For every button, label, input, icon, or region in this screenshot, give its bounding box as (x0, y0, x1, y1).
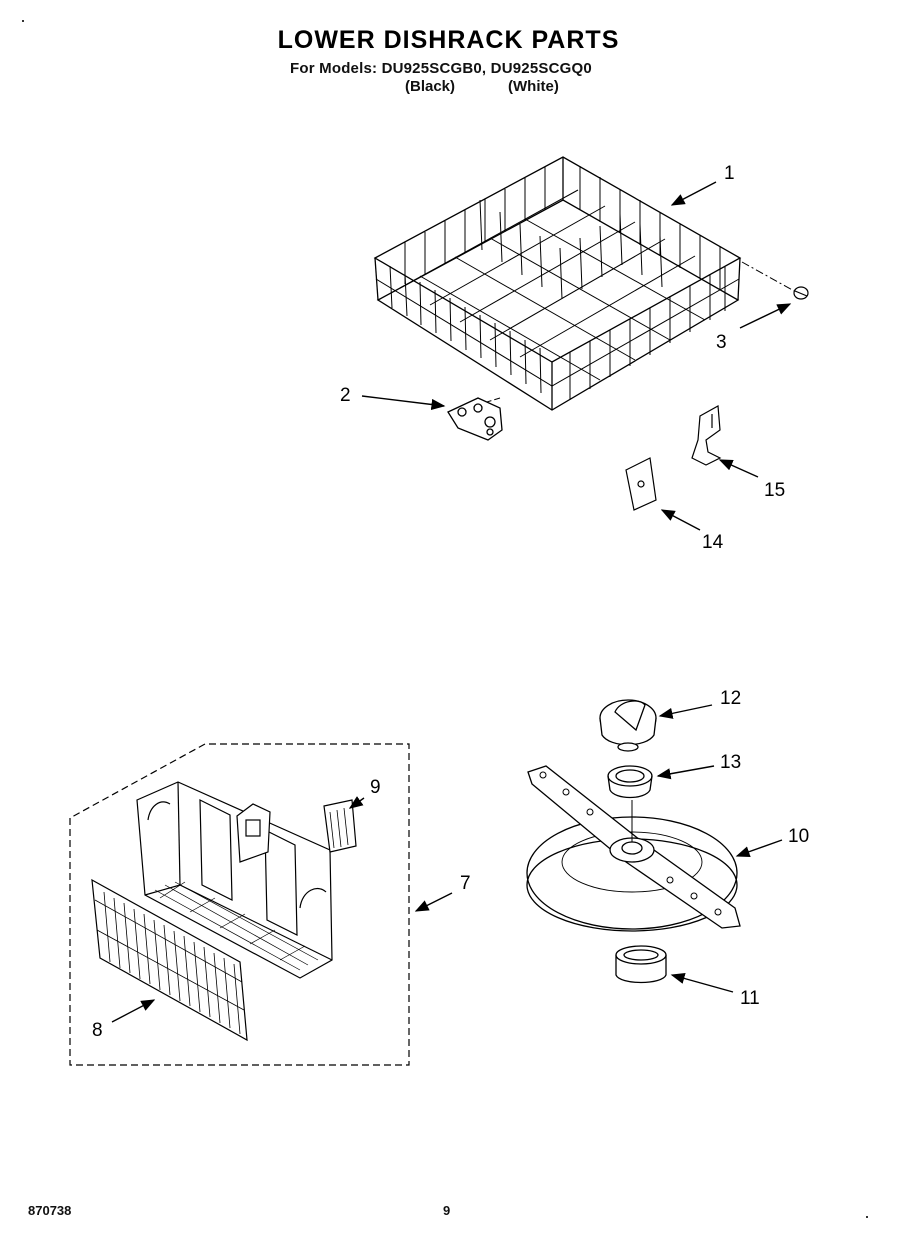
callout-1: 1 (724, 163, 735, 184)
variant-black: (Black) (405, 78, 456, 95)
cap-part-12 (599, 699, 657, 752)
callout-8: 8 (92, 1020, 103, 1041)
callout-11: 11 (740, 988, 760, 1009)
leader-arrows-bottom-right (656, 704, 783, 993)
silverware-basket-assembly (69, 743, 410, 1066)
callout-3: 3 (716, 332, 727, 353)
corner-mark (22, 20, 24, 22)
bearing-part-11 (615, 945, 667, 984)
small-cover-part-9 (323, 799, 357, 853)
leader-arrows-top (361, 181, 792, 531)
callout-9: 9 (370, 777, 381, 798)
callout-12: 12 (720, 688, 742, 709)
basket-lid-part-8 (91, 878, 248, 1042)
callout-7: 7 (460, 873, 471, 894)
roller-clip-part-2 (447, 397, 503, 441)
callout-15: 15 (764, 480, 786, 501)
bracket-part-15 (691, 405, 722, 466)
clip-part-14 (625, 457, 657, 511)
callout-13: 13 (720, 752, 742, 773)
page-number: 9 (443, 1203, 451, 1218)
dishrack-illustration (373, 156, 797, 411)
variant-white: (White) (508, 78, 559, 95)
callout-10: 10 (788, 826, 810, 847)
callout-2: 2 (340, 385, 351, 406)
ring-part-13 (607, 765, 653, 799)
corner-mark (866, 1216, 868, 1218)
page-title: LOWER DISHRACK PARTS (277, 26, 620, 54)
document-number: 870738 (28, 1203, 72, 1218)
models-line: For Models: DU925SCGB0, DU925SCGQ0 (290, 60, 592, 77)
leader-arrows-bottom-left (111, 796, 453, 1023)
spray-arm-assembly (526, 765, 741, 932)
knob-part-3 (793, 286, 809, 300)
callout-14: 14 (702, 532, 724, 553)
